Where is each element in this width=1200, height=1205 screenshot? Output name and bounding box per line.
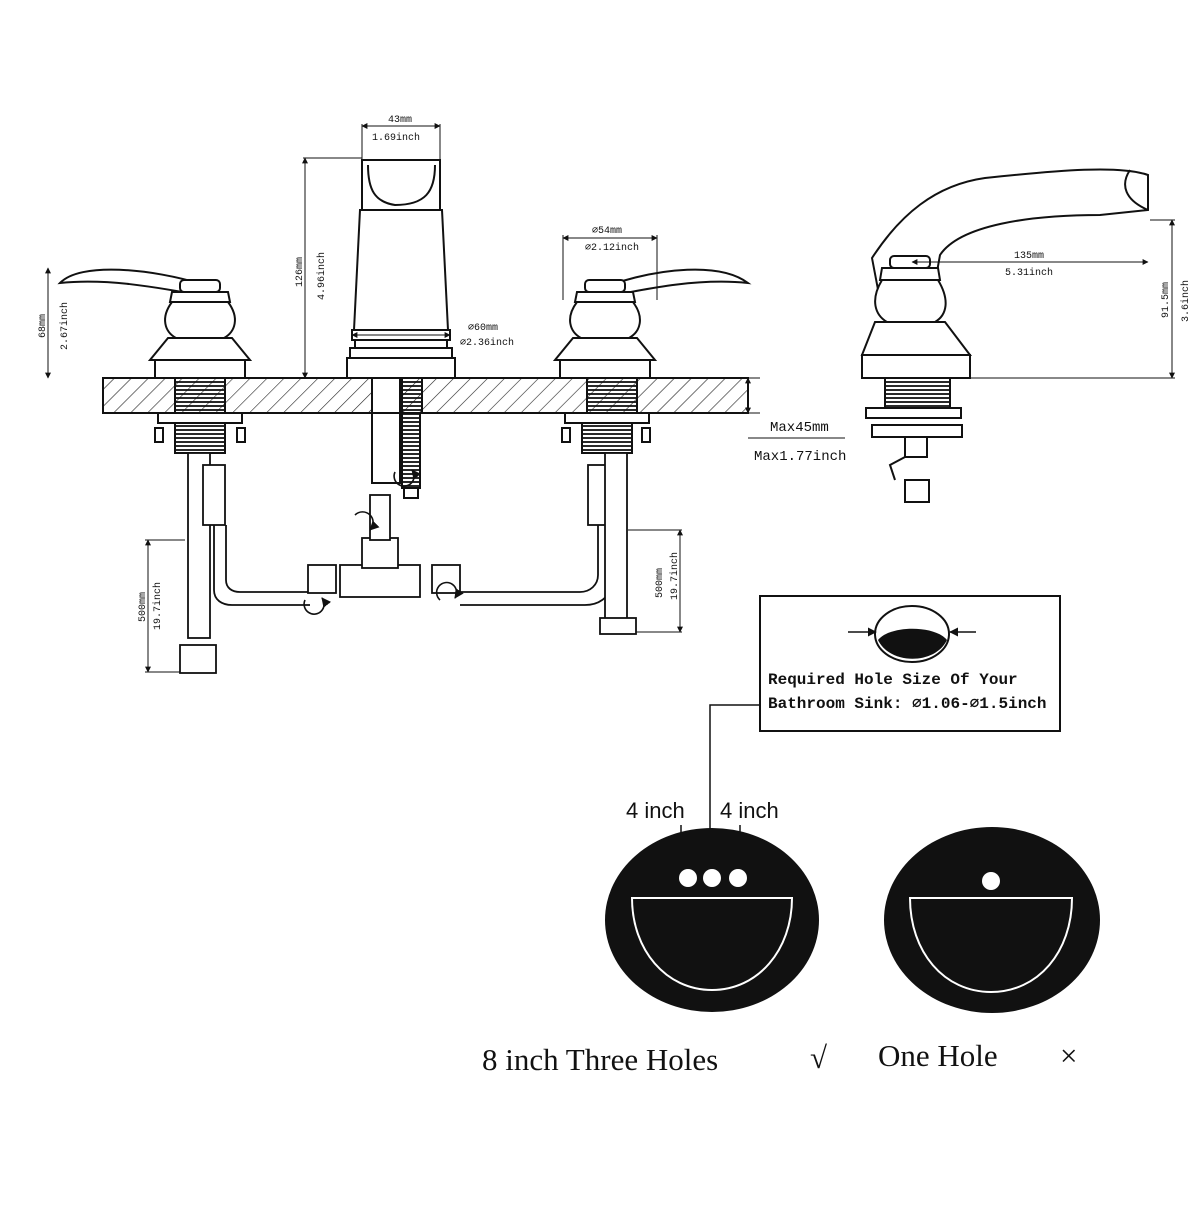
dimension-lines	[45, 123, 1175, 673]
right-handle	[552, 268, 752, 454]
dim-side-height-mm: 91.5mm	[1161, 282, 1172, 318]
spacing-right-label: 4 inch	[720, 798, 779, 823]
dim-hose-right-inch: 19.7inch	[669, 552, 681, 600]
dim-handle-height-inch: 2.67inch	[59, 302, 71, 350]
front-view	[57, 159, 752, 674]
hole-size-note: Required Hole Size Of Your Bathroom Sink…	[709, 595, 1061, 840]
caption-three-holes: 8 inch Three Holes	[482, 1042, 718, 1077]
side-view	[860, 168, 1149, 503]
spacing-left-label: 4 inch	[626, 798, 685, 823]
caption-one-hole: One Hole	[878, 1038, 998, 1073]
dim-spout-height-inch: 4.96inch	[316, 252, 328, 300]
dim-handle-base-inch: ⌀2.12inch	[585, 242, 639, 254]
left-handle	[57, 268, 253, 454]
rotation-arrows	[303, 469, 464, 615]
dim-reach-mm: 135mm	[1014, 251, 1044, 262]
dim-spout-base-inch: ⌀2.36inch	[460, 337, 514, 349]
supply-hoses	[179, 452, 637, 674]
dim-spout-height-mm: 126mm	[295, 257, 306, 287]
hole-note-line2: Bathroom Sink: ⌀1.06-⌀1.5inch	[768, 695, 1047, 713]
dim-max-deck-inch: Max1.77inch	[754, 449, 846, 465]
dim-handle-height-mm: 68mm	[38, 314, 49, 338]
dimension-labels: 43mm 1.69inch 126mm 4.96inch 68mm 2.67in…	[38, 115, 1192, 630]
dim-max-deck-mm: Max45mm	[770, 420, 829, 436]
dim-reach-inch: 5.31inch	[1005, 267, 1053, 279]
dim-side-height-inch: 3.6inch	[1180, 280, 1192, 322]
captions: 8 inch Three Holes √ One Hole ×	[482, 1038, 1077, 1077]
dim-hose-left-mm: 500mm	[138, 592, 149, 622]
caption-one-hole-cross: ×	[1060, 1038, 1077, 1073]
dim-spout-width-inch: 1.69inch	[372, 132, 420, 144]
dim-spout-width-mm: 43mm	[388, 115, 412, 126]
sink-three-holes	[605, 828, 819, 1012]
dim-hose-left-inch: 19.7inch	[152, 582, 164, 630]
sink-one-hole	[884, 827, 1100, 1013]
dim-hose-right-mm: 500mm	[655, 568, 666, 598]
center-spout	[346, 159, 456, 499]
caption-three-holes-check: √	[810, 1040, 827, 1075]
hole-note-line1: Required Hole Size Of Your	[768, 671, 1018, 689]
dim-handle-base-mm: ⌀54mm	[592, 226, 622, 237]
dim-spout-base-mm: ⌀60mm	[468, 323, 498, 334]
